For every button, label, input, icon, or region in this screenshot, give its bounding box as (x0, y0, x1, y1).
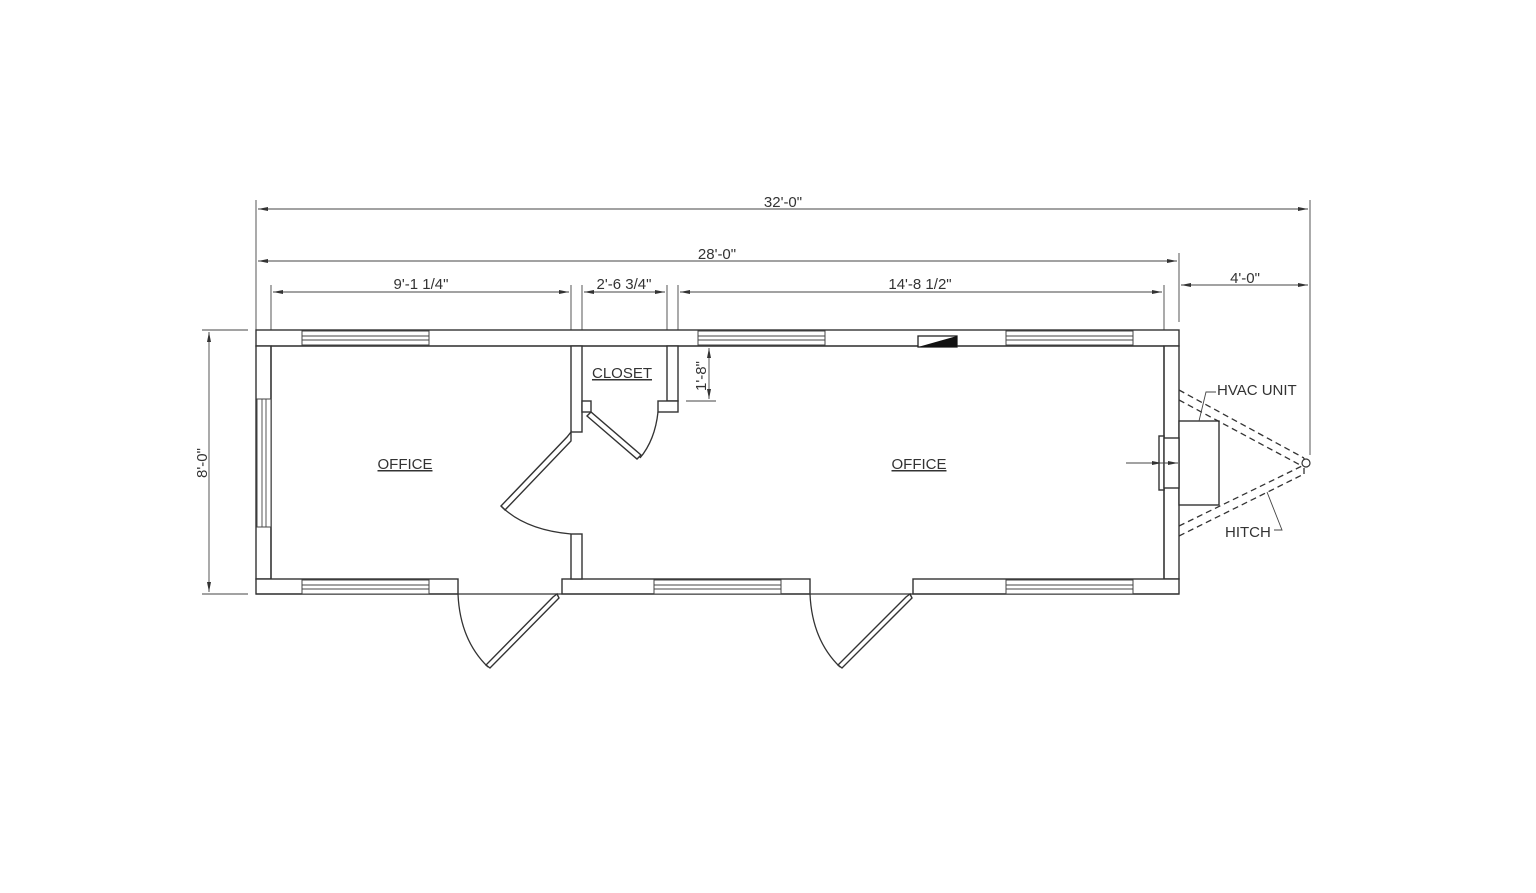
window-left-end (256, 398, 272, 528)
dimension-overall-label: 32'-0" (764, 194, 802, 211)
window-top-right (1005, 330, 1134, 346)
door-interior-office (500, 430, 572, 535)
dimension-closet-depth-label: 1'-8" (693, 361, 710, 391)
dimension-building-depth: 8'-0" (194, 329, 248, 595)
dimension-hitch-length: 4'-0" (1181, 270, 1308, 287)
dimension-building-length-label: 28'-0" (698, 246, 736, 263)
dimension-building-depth-label: 8'-0" (194, 448, 211, 478)
hvac-leader (1198, 391, 1216, 422)
window-bottom-middle (653, 579, 782, 595)
room-label-left-office: OFFICE (378, 456, 433, 473)
hitch-leader (1266, 491, 1283, 531)
callout-hvac-unit: HVAC UNIT (1217, 382, 1297, 399)
dimension-right-office-label: 14'-8 1/2" (888, 276, 951, 293)
windows (256, 330, 1134, 595)
hitch-coupler-icon (1301, 458, 1311, 468)
interior-partitions (570, 345, 679, 580)
electrical-panel-icon (917, 335, 958, 348)
door-exterior-right (809, 592, 913, 669)
dimension-hitch-length-label: 4'-0" (1230, 270, 1260, 287)
door-closet (585, 411, 659, 460)
window-bottom-left (301, 579, 430, 595)
dimension-left-office: 9'-1 1/4" (270, 276, 572, 338)
dimension-building-length: 28'-0" (258, 246, 1180, 322)
dimension-left-office-label: 9'-1 1/4" (394, 276, 449, 293)
dimension-right-office: 14'-8 1/2" (677, 276, 1165, 338)
hitch (1178, 389, 1311, 537)
dimension-closet: 2'-6 3/4" (581, 276, 668, 338)
window-bottom-right (1005, 579, 1134, 595)
dimension-closet-label: 2'-6 3/4" (597, 276, 652, 293)
window-top-left (301, 330, 430, 346)
dimension-overall: 32'-0" (255, 194, 1311, 455)
room-label-closet: CLOSET (592, 365, 652, 382)
hvac-unit (1126, 420, 1220, 506)
callout-hitch: HITCH (1225, 524, 1271, 541)
door-exterior-left (457, 592, 560, 669)
dimension-closet-depth: 1'-8" (686, 348, 716, 402)
room-label-right-office: OFFICE (892, 456, 947, 473)
window-top-middle (697, 330, 826, 346)
